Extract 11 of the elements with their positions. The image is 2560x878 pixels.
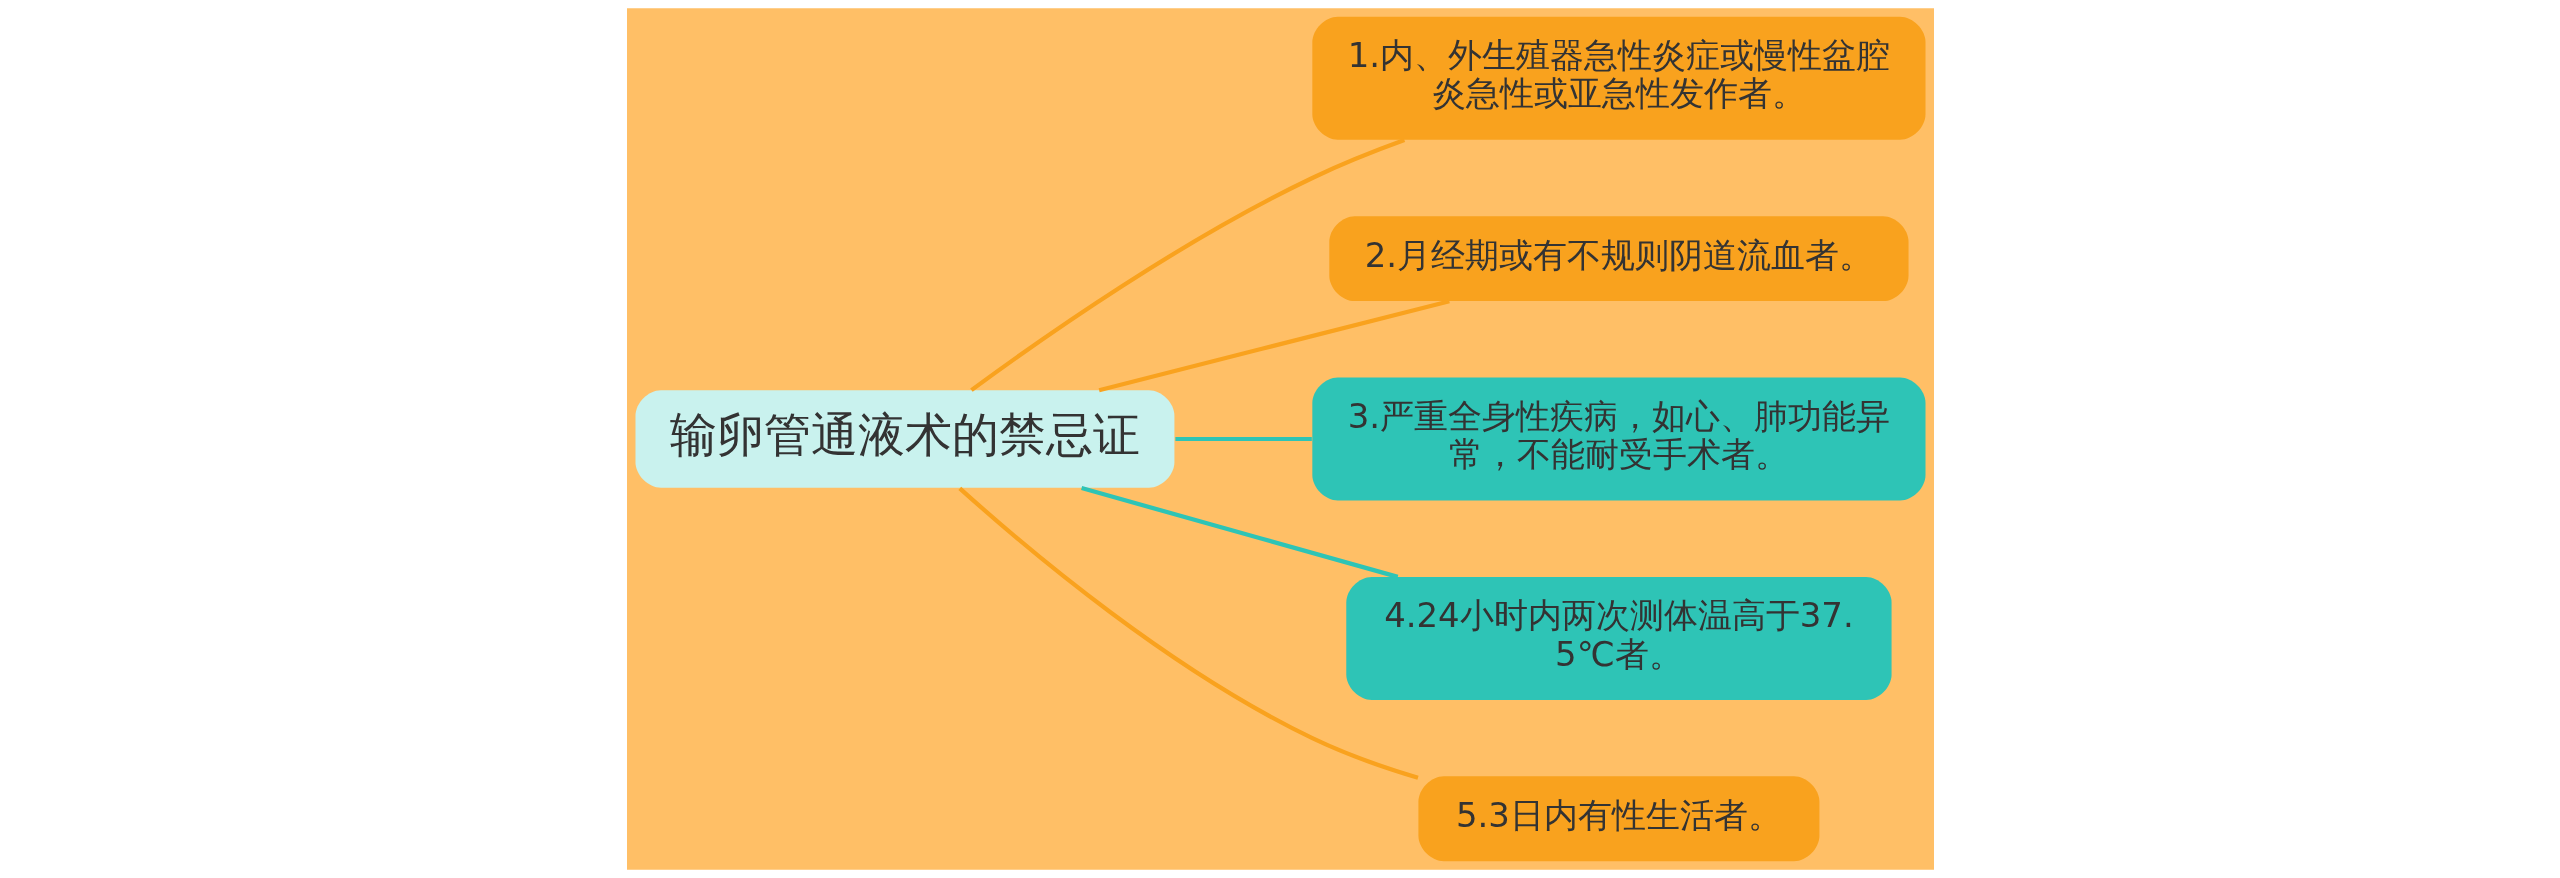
connector xyxy=(1080,486,1398,579)
connector xyxy=(1098,299,1450,393)
connector xyxy=(1174,436,1312,442)
node-box: 输卵管通液术的禁忌证 xyxy=(635,390,1174,488)
node-box: 2.月经期或有不规则阴道流血者。 xyxy=(1328,216,1909,302)
node-box: 4.24小时内两次测体温高于37.5℃者。 xyxy=(1345,576,1892,700)
connector xyxy=(969,138,1405,392)
node-box: 5.3日内有性生活者。 xyxy=(1417,776,1819,862)
node-box: 3.严重全身性疾病，如心、肺功能异常，不能耐受手术者。 xyxy=(1311,377,1925,501)
node-box: 1.内、外生殖器急性炎症或慢性盆腔炎急性或亚急性发作者。 xyxy=(1311,16,1925,140)
connector xyxy=(957,486,1419,780)
